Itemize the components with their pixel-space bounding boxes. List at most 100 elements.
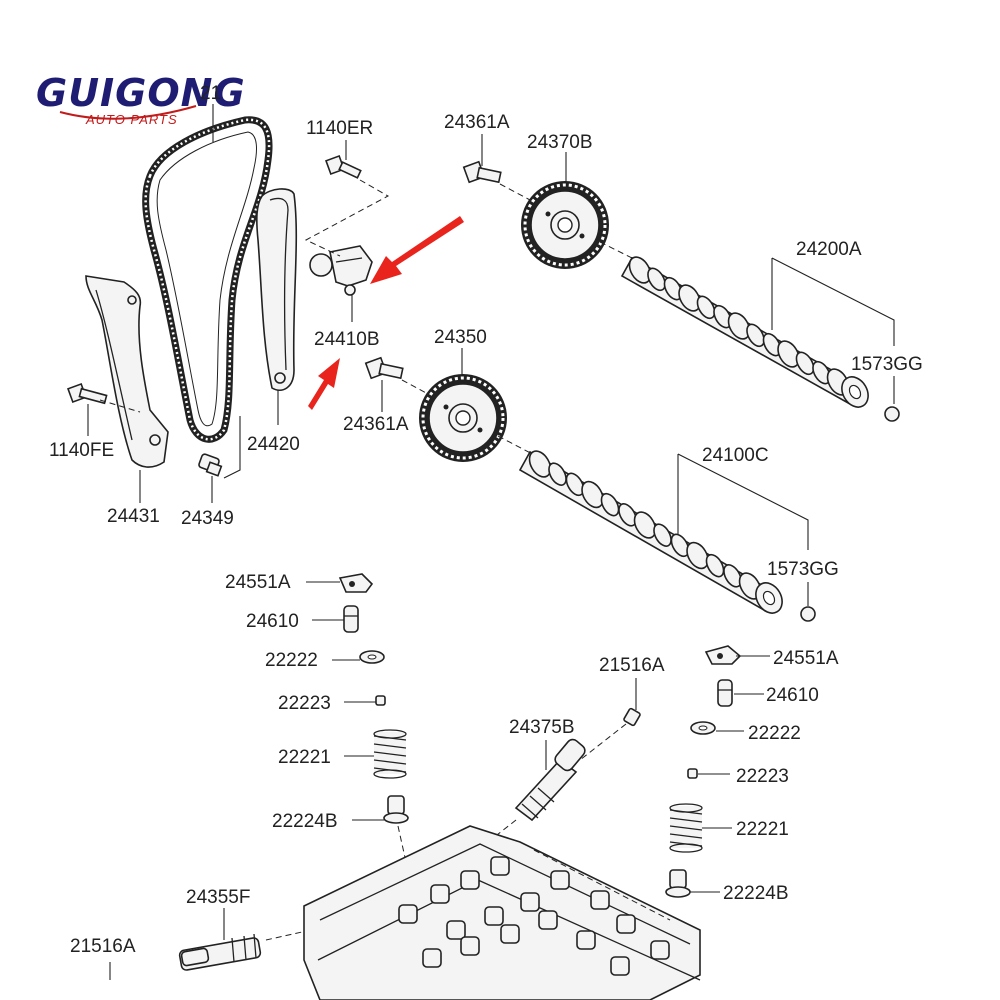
label-24200A: 24200A (796, 239, 862, 260)
bolt-1140FE (67, 383, 108, 405)
label-24410B: 24410B (314, 329, 380, 350)
cam-lobe (565, 472, 585, 497)
sprocket-24350 (419, 374, 507, 462)
rocker-24551A-left (338, 573, 374, 593)
head-port (550, 870, 570, 890)
cam-lobe (696, 295, 716, 320)
part-labels: 21 1140ER 24361A 24370B 24200A 1573GG 24… (49, 83, 923, 957)
head-port (430, 884, 450, 904)
tensioner-arm-24431 (85, 275, 169, 468)
label-24350: 24350 (434, 327, 487, 348)
cam-lobe (663, 276, 683, 301)
label-21516A-bottom: 21516A (70, 936, 136, 957)
cam-lobe (633, 511, 657, 539)
label-22224B-right: 22224B (723, 883, 789, 904)
label-1573GG-mid: 1573GG (767, 559, 839, 580)
bolt-21516A-mid (623, 707, 641, 727)
plug-1573GG-top (884, 406, 900, 422)
label-24420: 24420 (247, 434, 300, 455)
label-24551A-left: 24551A (225, 572, 291, 593)
label-24551A-right: 24551A (773, 648, 839, 669)
lash-adjuster-24610-right (717, 679, 733, 707)
head-port (520, 892, 540, 912)
spring-22221-right (669, 803, 703, 853)
chain-guide-24420 (256, 188, 298, 392)
retainer-22222-left (359, 650, 385, 664)
head-port (538, 910, 558, 930)
cam-lobe (713, 304, 732, 329)
cam-lobe (600, 492, 620, 517)
label-24321: 21 (200, 83, 221, 104)
oil-control-valve-24355F (178, 933, 262, 971)
cam-lobe (727, 312, 751, 340)
cam-lobe (723, 564, 742, 588)
keeper-22223-right (687, 768, 698, 779)
spring-22221-left (373, 729, 407, 779)
cam-lobe (705, 553, 725, 578)
valve-seal-22224B-left (383, 795, 409, 824)
cam-lobe (618, 503, 637, 527)
label-24610-left: 24610 (246, 611, 299, 632)
label-22223-right: 22223 (736, 766, 789, 787)
cam-lobe (670, 533, 690, 558)
logo-brand-text: GUIGONG (36, 71, 246, 115)
label-24349: 24349 (181, 508, 234, 529)
label-22222-left: 22222 (265, 650, 318, 671)
valve-seal-22224B-right (665, 869, 691, 898)
cam-lobe (686, 541, 709, 570)
label-1140FE: 1140FE (49, 440, 114, 461)
label-24370B: 24370B (527, 132, 593, 153)
cam-lobe (678, 284, 701, 312)
label-22222-right: 22222 (748, 723, 801, 744)
label-24375B: 24375B (509, 717, 575, 738)
head-port (398, 904, 418, 924)
cam-lobe (581, 480, 604, 509)
dash-24361A-top (499, 183, 531, 201)
cam-lobe (746, 323, 765, 348)
camshaft-24200A (599, 241, 869, 408)
chain-tensioner-24410B (309, 245, 373, 296)
head-port (616, 914, 636, 934)
cam-lobe (795, 351, 815, 376)
cam-lobe (528, 450, 552, 478)
label-22223-left: 22223 (278, 693, 331, 714)
cylinder-head (303, 825, 701, 1000)
label-24431: 24431 (107, 506, 160, 527)
camshaft-24100C (497, 435, 783, 614)
head-port (460, 870, 480, 890)
cam-lobe (777, 340, 800, 368)
label-1140ER: 1140ER (306, 118, 373, 139)
head-port (422, 948, 442, 968)
dash-head-right (533, 849, 671, 921)
cam-lobe (812, 360, 831, 385)
red-arrow-lower (308, 358, 340, 410)
bolt-1140ER (325, 155, 362, 179)
label-24610-right: 24610 (766, 685, 819, 706)
label-24361A-mid: 24361A (343, 414, 409, 435)
oil-control-valve-24375B (514, 738, 586, 822)
dash-1140ER (304, 179, 390, 257)
head-port (610, 956, 630, 976)
link-24349 (223, 416, 241, 479)
label-24355F: 24355F (186, 887, 250, 908)
red-arrow-upper (370, 216, 464, 284)
label-1573GG-top: 1573GG (851, 354, 923, 375)
dash-24375B (487, 819, 517, 843)
logo-tagline-text: AUTO PARTS (85, 112, 178, 127)
cam-lobe (548, 462, 567, 486)
pin-24349 (198, 453, 223, 477)
leader-24200A (771, 257, 895, 346)
cam-lobe (762, 332, 782, 357)
bolt-24361A-mid (364, 356, 404, 380)
bolt-24361A-top (462, 160, 502, 184)
label-24361A-top: 24361A (444, 112, 510, 133)
label-22221-left: 22221 (278, 747, 331, 768)
leader-24100C (677, 453, 809, 550)
head-port (446, 920, 466, 940)
keeper-22223-left (375, 695, 386, 706)
timing-chain (142, 116, 273, 443)
head-port (484, 906, 504, 926)
brand-logo: GUIGONG AUTO PARTS (36, 71, 246, 127)
label-22224B-left: 22224B (272, 811, 338, 832)
